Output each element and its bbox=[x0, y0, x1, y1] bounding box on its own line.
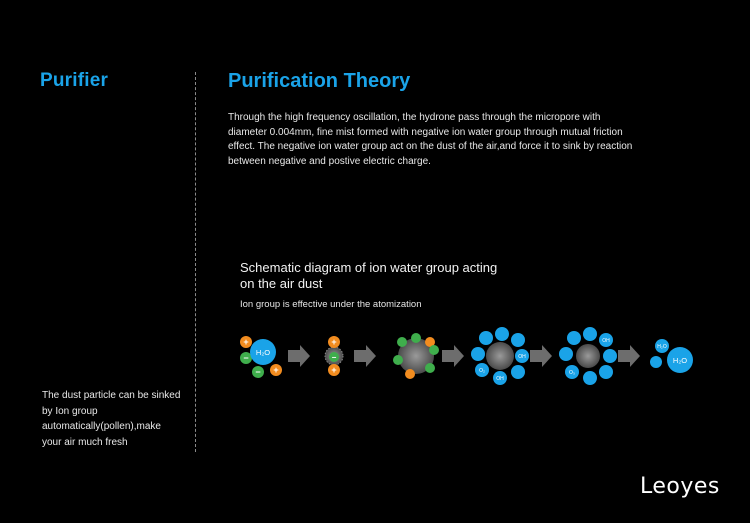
water-molecule bbox=[599, 365, 613, 379]
water-molecule bbox=[650, 356, 662, 368]
minus-label: − bbox=[332, 353, 337, 362]
left-panel-caption: The dust particle can be sinked by Ion g… bbox=[42, 390, 181, 448]
minus-ion bbox=[252, 366, 264, 378]
water-molecule bbox=[493, 371, 507, 385]
stage-2-dust: + + − bbox=[324, 336, 344, 376]
oh-label: OH bbox=[518, 354, 526, 360]
plus-ion bbox=[405, 369, 415, 379]
arrow-icon bbox=[354, 345, 376, 367]
schematic-diagram: + − − H₂O + + + − bbox=[240, 327, 693, 385]
plus-ion bbox=[328, 364, 340, 376]
plus-label: + bbox=[243, 337, 248, 347]
water-molecule bbox=[603, 349, 617, 363]
dust-particle bbox=[486, 342, 514, 370]
stage-6-clean: H₂O H₂O bbox=[650, 339, 693, 373]
minus-label: − bbox=[243, 353, 248, 363]
oh-label: OH bbox=[496, 376, 504, 382]
stage-1-ions: + − − H₂O + bbox=[240, 336, 282, 378]
brand-logo: Leoyes bbox=[640, 474, 720, 499]
left-panel-title: Purifier bbox=[40, 70, 109, 91]
water-molecule bbox=[515, 349, 529, 363]
water-molecule bbox=[250, 339, 276, 365]
water-molecule bbox=[599, 333, 613, 347]
water-label: H₂O bbox=[673, 356, 687, 365]
plus-ion bbox=[240, 336, 252, 348]
minus-ion bbox=[329, 352, 339, 362]
minus-ion bbox=[411, 333, 421, 343]
arrow-icon bbox=[530, 345, 552, 367]
water-molecule bbox=[511, 365, 525, 379]
dust-particle bbox=[398, 338, 434, 374]
water-label: H₂O bbox=[256, 348, 270, 357]
plus-ion bbox=[328, 336, 340, 348]
minus-label: − bbox=[255, 367, 260, 377]
arrow-icon bbox=[442, 345, 464, 367]
water-molecule bbox=[567, 331, 581, 345]
minus-ion bbox=[393, 355, 403, 365]
water-label: H₂O bbox=[657, 344, 667, 350]
water-molecule bbox=[475, 363, 489, 377]
stage-3-cluster bbox=[393, 333, 439, 379]
minus-ion bbox=[429, 345, 439, 355]
panel-divider bbox=[195, 72, 196, 452]
water-molecule bbox=[583, 371, 597, 385]
plus-ion bbox=[270, 364, 282, 376]
stage-4-water-group: OH OH O₂ bbox=[471, 327, 529, 385]
stage-5-wrapped-dust: OH O₃ bbox=[559, 327, 617, 385]
minus-ion bbox=[425, 363, 435, 373]
water-molecule bbox=[565, 365, 579, 379]
minus-ion bbox=[397, 337, 407, 347]
water-molecule bbox=[511, 333, 525, 347]
o2-label: O₂ bbox=[479, 368, 485, 374]
oh-label: OH bbox=[602, 338, 610, 344]
water-molecule bbox=[667, 347, 693, 373]
page-title: Purification Theory bbox=[228, 70, 411, 92]
plus-label: + bbox=[331, 337, 336, 347]
schematic-subtitle: Ion group is effective under the atomiza… bbox=[240, 299, 422, 310]
water-molecule bbox=[479, 331, 493, 345]
water-molecule bbox=[559, 347, 573, 361]
water-molecule bbox=[655, 339, 669, 353]
minus-ion bbox=[240, 352, 252, 364]
theory-description: Through the high frequency oscillation, … bbox=[228, 112, 633, 167]
arrow-icon bbox=[618, 345, 640, 367]
dust-particle bbox=[576, 344, 600, 368]
water-molecule bbox=[495, 327, 509, 341]
water-molecule bbox=[471, 347, 485, 361]
o3-label: O₃ bbox=[569, 370, 575, 376]
water-molecule bbox=[583, 327, 597, 341]
schematic-title: Schematic diagram of ion water group act… bbox=[240, 260, 498, 291]
arrow-icon bbox=[288, 345, 310, 367]
plus-label: + bbox=[273, 365, 278, 375]
plus-ion bbox=[425, 337, 435, 347]
plus-label: + bbox=[331, 365, 336, 375]
